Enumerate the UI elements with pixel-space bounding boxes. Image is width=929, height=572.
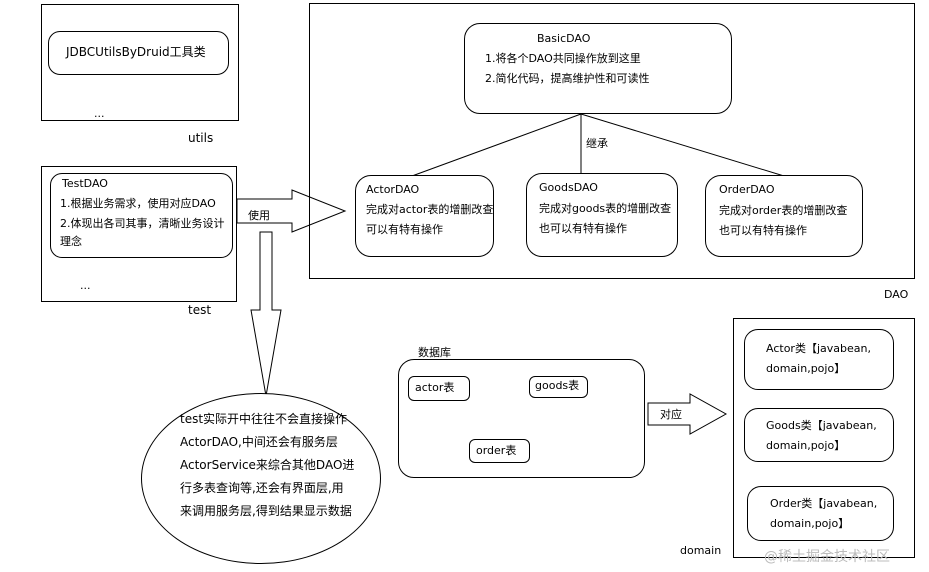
db-goods-table [529, 376, 588, 398]
jdbc-utils-box [48, 31, 229, 75]
orderdao-box [705, 175, 863, 257]
map-arrow-label: 对应 [660, 408, 682, 421]
use-arrow-label: 使用 [248, 209, 270, 222]
inherit-line-actor [411, 113, 582, 177]
actordao-box [355, 175, 494, 257]
actordao-line1: 完成对actor表的增删改查 [366, 203, 494, 216]
basicdao-box [464, 23, 732, 114]
basicdao-line1: 1.将各个DAO共同操作放到这里 [485, 52, 641, 65]
goodsdao-title: GoodsDAO [539, 181, 598, 194]
use-arrow-down [250, 231, 282, 397]
actor-class-box [744, 329, 894, 390]
basicdao-line2: 2.简化代码，提高维护性和可读性 [485, 72, 650, 85]
utils-caption: utils [188, 131, 214, 145]
note-line4: 行多表查询等,还会有界面层,用 [180, 481, 344, 495]
dao-package [309, 3, 915, 279]
db-order-table [469, 439, 530, 463]
test-ellipsis: ... [80, 279, 91, 292]
goodsdao-box [526, 173, 678, 257]
orderdao-line2: 也可以有特有操作 [719, 224, 807, 237]
db-actor-label: actor表 [415, 381, 455, 394]
note-ellipse [141, 393, 381, 564]
goods-class-line1: Goods类【javabean, [766, 419, 877, 432]
orderdao-title: OrderDAO [719, 183, 775, 196]
test-caption: test [188, 303, 212, 317]
goodsdao-line1: 完成对goods表的增删改查 [539, 202, 672, 215]
note-line3: ActorService来综合其他DAO进 [180, 458, 355, 472]
testdao-line2: 2.体现出各司其事，清晰业务设计 [60, 217, 225, 230]
order-class-line2: domain,pojo】 [770, 517, 850, 530]
utils-ellipsis: ... [94, 107, 105, 120]
testdao-line1: 1.根据业务需求，使用对应DAO [60, 197, 216, 210]
order-class-line1: Order类【javabean, [770, 497, 878, 510]
inherit-line-order [580, 113, 785, 177]
basicdao-title: BasicDAO [537, 32, 591, 45]
testdao-title: TestDAO [62, 177, 108, 190]
db-caption: 数据库 [418, 346, 451, 359]
inherit-label: 继承 [585, 134, 609, 154]
goodsdao-line2: 也可以有特有操作 [539, 222, 627, 235]
note-line1: test实际开中往往不会直接操作 [180, 412, 348, 426]
db-goods-label: goods表 [535, 379, 580, 392]
use-arrow-right [236, 189, 347, 233]
db-actor-table [408, 376, 470, 401]
note-line5: 来调用服务层,得到结果显示数据 [180, 504, 352, 518]
actor-class-line1: Actor类【javabean, [766, 342, 871, 355]
watermark: @稀土掘金技术社区 [764, 549, 890, 565]
dao-caption: DAO [884, 288, 909, 301]
testdao-line3: 理念 [60, 235, 82, 248]
actordao-line2: 可以有特有操作 [366, 223, 443, 236]
domain-caption: domain [680, 544, 722, 557]
actordao-title: ActorDAO [366, 183, 420, 196]
map-arrow-right [647, 393, 728, 435]
jdbc-utils-label: JDBCUtilsByDruid工具类 [66, 45, 206, 59]
goods-class-box [744, 408, 894, 462]
order-class-box [747, 486, 894, 541]
orderdao-line1: 完成对order表的增删改查 [719, 204, 848, 217]
note-line2: ActorDAO,中间还会有服务层 [180, 435, 338, 449]
testdao-box [50, 173, 233, 258]
actor-class-line2: domain,pojo】 [766, 362, 846, 375]
db-order-label: order表 [476, 444, 517, 457]
goods-class-line2: domain,pojo】 [766, 439, 846, 452]
